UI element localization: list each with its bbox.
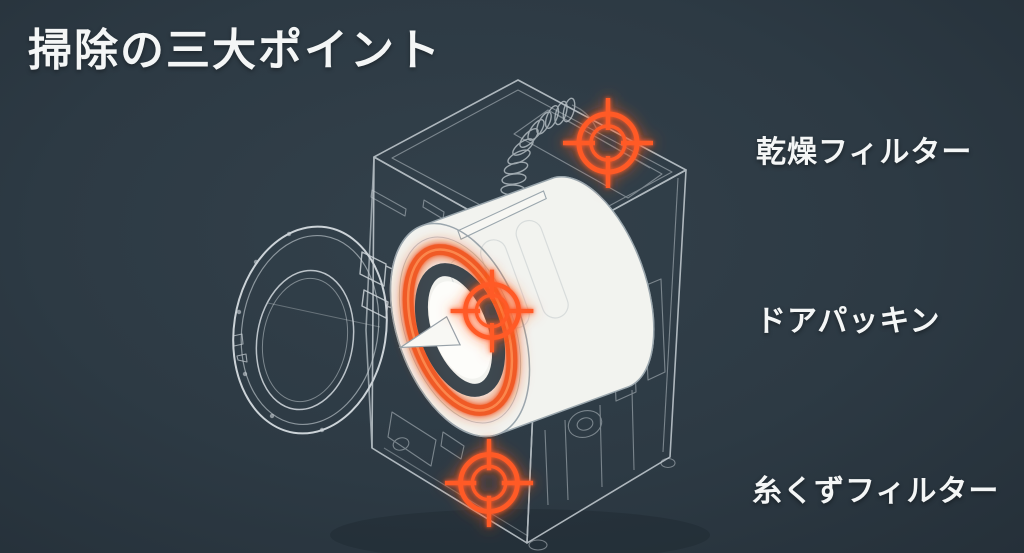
drum-cylinder	[389, 176, 655, 438]
drum-lifter-slat	[457, 190, 547, 240]
dryer-hose	[500, 97, 599, 196]
callout-label-lint-filter: 糸くずフィルター	[752, 474, 1000, 509]
door-screw-dots	[236, 231, 325, 433]
machine-body-details	[370, 89, 679, 551]
callout-label-drying-filter: 乾燥フィルター	[756, 135, 973, 170]
open-door-wireframe	[232, 225, 421, 435]
callout-label-door-gasket: ドアパッキン	[756, 304, 941, 339]
leader-lines	[518, 141, 750, 485]
floor-shadow	[330, 509, 710, 553]
door-glass-cone	[398, 315, 462, 349]
page-title: 掃除の三大ポイント	[28, 25, 442, 76]
